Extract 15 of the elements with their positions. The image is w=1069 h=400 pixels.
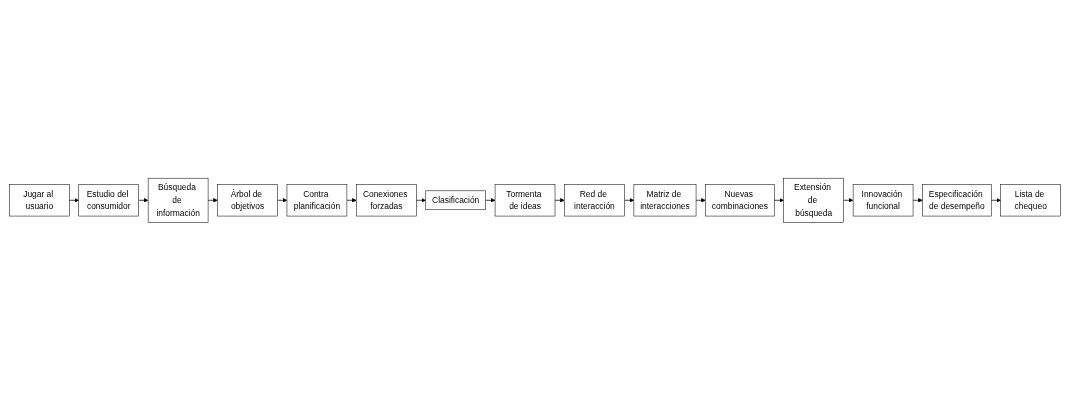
node-box: Contra planificación bbox=[286, 183, 347, 217]
node-box: Clasificación bbox=[425, 190, 486, 210]
node-box: Conexiones forzadas bbox=[355, 183, 417, 217]
node-box: Lista de chequeo bbox=[999, 183, 1061, 217]
node-box: Búsqueda de información bbox=[147, 177, 208, 223]
node-box: Jugar al usuario bbox=[8, 183, 70, 217]
node-box: Nuevas combinaciones bbox=[704, 183, 774, 217]
node-box: Tormenta de ideas bbox=[494, 183, 555, 217]
node-box: Red de interacción bbox=[563, 183, 625, 217]
node-box: Àrbol de objetivos bbox=[216, 183, 278, 217]
node-box: Innovación funcional bbox=[852, 183, 913, 217]
node-box: Matriz de interacciones bbox=[633, 183, 696, 217]
node-box: Extensión de búsqueda bbox=[782, 177, 844, 223]
node-box: Estudio del consumidor bbox=[78, 183, 139, 217]
node-box: Especificación de desempeño bbox=[921, 183, 991, 217]
